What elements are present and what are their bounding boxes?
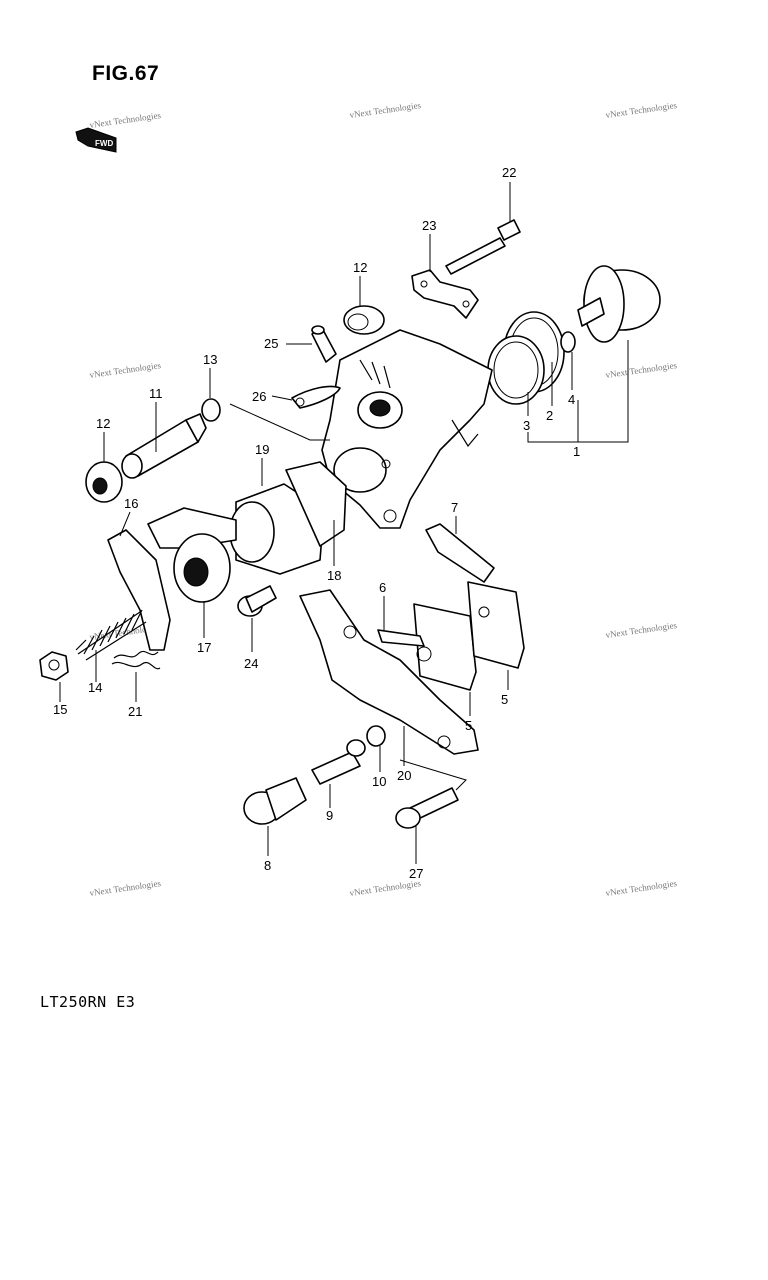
watermark-text: vNext Technologies — [605, 878, 678, 898]
callout-17: 17 — [197, 640, 211, 655]
callout-1: 1 — [573, 444, 580, 459]
callout-7: 7 — [451, 500, 458, 515]
part-12-boot — [343, 305, 385, 335]
callout-22: 22 — [502, 165, 516, 180]
part-11-slide-pin — [121, 413, 207, 479]
part-22-bolt — [445, 219, 521, 275]
callout-20: 20 — [397, 768, 411, 783]
part-20-bracket — [299, 589, 479, 755]
part-5-pad-second — [467, 581, 525, 669]
watermark-text: vNext Technologies — [89, 878, 162, 898]
callout-10: 10 — [372, 774, 386, 789]
callout-4: 4 — [568, 392, 575, 407]
part-12-boot-left — [85, 461, 123, 503]
callout-12: 12 — [353, 260, 367, 275]
callout-11: 11 — [149, 386, 163, 401]
callout-13: 13 — [203, 352, 217, 367]
callout-16: 16 — [124, 496, 138, 511]
fwd-label: FWD — [95, 139, 113, 148]
callouts: 22 23 12 25 13 11 26 12 19 16 7 18 6 17 … — [53, 165, 580, 881]
part-4-ring — [560, 331, 576, 353]
callout-9: 9 — [326, 808, 333, 823]
callout-25: 25 — [264, 336, 278, 351]
watermark-text: vNext Technologies — [605, 360, 678, 380]
callout-5: 5 — [501, 692, 508, 707]
part-3-seal — [487, 335, 545, 405]
callout-14: 14 — [88, 680, 102, 695]
forward-arrow-icon: FWD — [75, 127, 117, 153]
callout-15: 15 — [53, 702, 67, 717]
caliper-body — [321, 329, 493, 529]
part-10-washer — [366, 725, 386, 747]
part-13-o-ring — [201, 398, 221, 422]
part-6-shim — [377, 629, 425, 647]
callout-5-second: 5 — [465, 718, 472, 733]
part-21-spring — [111, 650, 161, 670]
watermark-text: vNext Technologies — [349, 100, 422, 120]
watermark-text: vNext Technologies — [89, 360, 162, 380]
callout-23: 23 — [422, 218, 436, 233]
watermark-text: vNext Technologies — [605, 100, 678, 120]
callout-24: 24 — [244, 656, 258, 671]
part-9-pin — [311, 739, 366, 785]
callout-19: 19 — [255, 442, 269, 457]
part-26-cap — [291, 385, 341, 409]
callout-8: 8 — [264, 858, 271, 873]
figure-title: FIG.67 — [92, 62, 160, 85]
part-8-plug — [243, 777, 307, 825]
part-7-spring-plate — [425, 523, 495, 583]
callout-21: 21 — [128, 704, 142, 719]
part-25-bleeder-screw — [311, 325, 337, 363]
callout-27: 27 — [409, 866, 423, 881]
model-code-label: LT250RN E3 — [40, 993, 136, 1011]
leader-lines — [59, 182, 629, 864]
watermark-text: vNext Technologies — [89, 110, 162, 130]
callout-6: 6 — [379, 580, 386, 595]
part-23-plate — [411, 269, 479, 319]
part-1-piston — [577, 265, 661, 343]
part-19-actuator — [229, 461, 347, 575]
callout-2: 2 — [546, 408, 553, 423]
part-15-nut — [39, 651, 69, 681]
callout-12-left: 12 — [96, 416, 110, 431]
part-5-pad — [413, 603, 477, 691]
part-17-cam — [173, 533, 231, 603]
part-27-bolt — [395, 787, 459, 829]
part-24-bolt — [237, 585, 277, 617]
watermark-text: vNext Technologies — [605, 620, 678, 640]
callout-3: 3 — [523, 418, 530, 433]
callout-18: 18 — [327, 568, 341, 583]
callout-26: 26 — [252, 389, 266, 404]
